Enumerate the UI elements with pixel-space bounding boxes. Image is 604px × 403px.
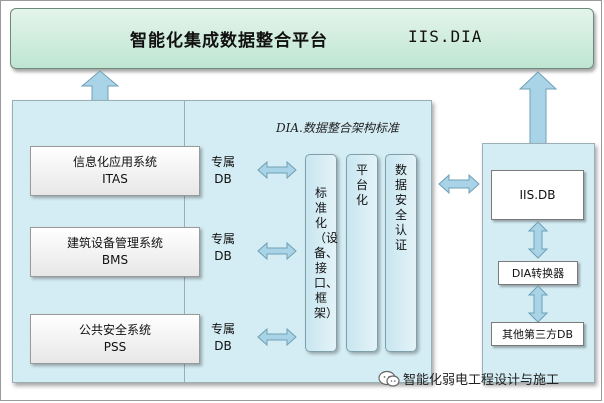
system-card-itas: 信息化应用系统 ITAS xyxy=(30,146,200,196)
double-arrow-icon xyxy=(257,160,297,180)
system-code: BMS xyxy=(101,253,129,267)
platform-code: IIS.DIA xyxy=(408,27,483,46)
double-arrow-icon xyxy=(257,241,297,261)
system-card-pss: 公共安全系统 PSS xyxy=(30,314,200,364)
column-standardization: 标准化（设备、接口、框架） xyxy=(305,154,338,352)
double-arrow-icon xyxy=(438,173,480,195)
system-name: 建筑设备管理系统 xyxy=(66,236,163,250)
system-code: ITAS xyxy=(102,172,128,186)
dia-converter-box: DIA转换器 xyxy=(498,261,578,285)
standard-title: DIA.数据整合架构标准 xyxy=(276,121,399,135)
dedicated-db-label: 专属 DB xyxy=(210,322,235,353)
source-watermark: 智能化弱电工程设计与施工 xyxy=(378,369,559,388)
system-code: PSS xyxy=(103,340,127,354)
double-arrow-icon xyxy=(257,327,297,347)
platform-title: 智能化集成数据整合平台 xyxy=(130,31,328,51)
vertical-double-arrow-icon xyxy=(527,221,549,259)
up-arrow-icon xyxy=(518,71,558,145)
system-card-bms: 建筑设备管理系统 BMS xyxy=(30,227,200,277)
iis-db-box: IIS.DB xyxy=(491,170,584,220)
dedicated-db-label: 专属 DB xyxy=(210,232,235,263)
up-arrow-icon xyxy=(80,70,120,102)
system-name: 公共安全系统 xyxy=(78,323,151,337)
wechat-icon xyxy=(378,370,400,387)
watermark-text: 智能化弱电工程设计与施工 xyxy=(403,373,560,388)
vertical-double-arrow-icon xyxy=(527,285,549,323)
third-party-db-box: 其他第三方DB xyxy=(491,322,584,346)
platform-banner xyxy=(10,8,594,69)
system-name: 信息化应用系统 xyxy=(72,155,157,169)
dedicated-db-label: 专属 DB xyxy=(210,155,235,186)
column-security: 数据安全认证 xyxy=(385,154,417,352)
column-platform: 平台化 xyxy=(346,154,378,352)
